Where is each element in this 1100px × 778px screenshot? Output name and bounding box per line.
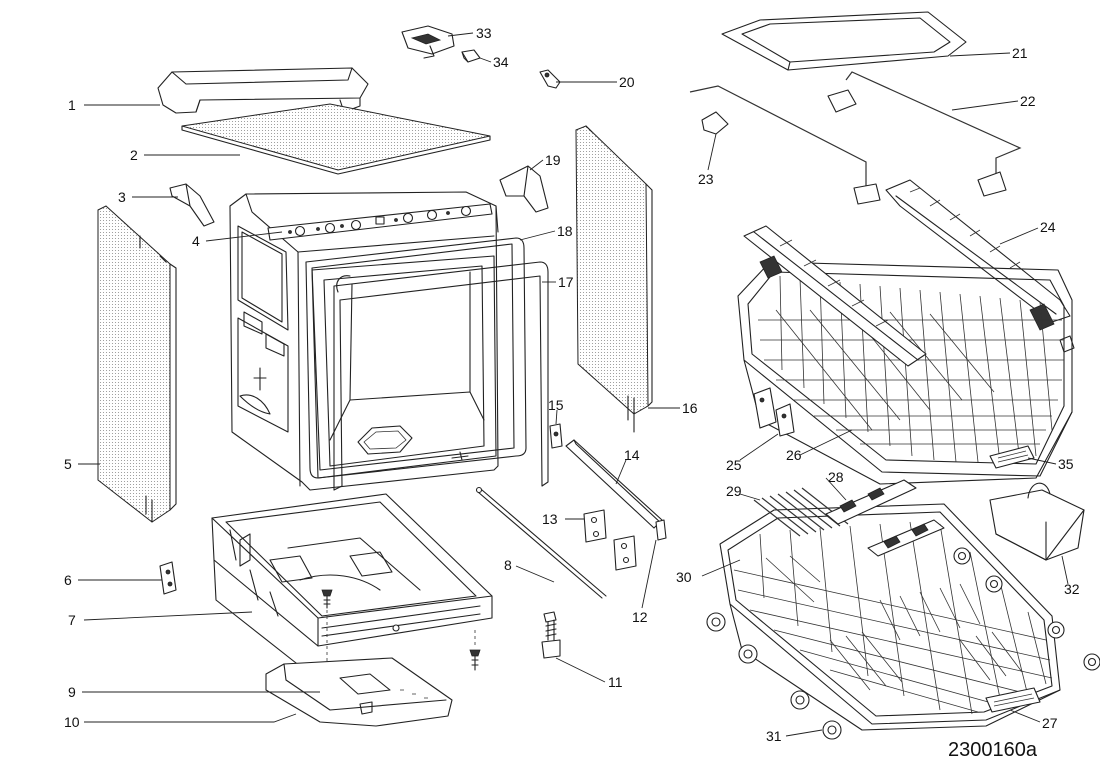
callout-28: 28 <box>828 469 844 485</box>
callout-8: 8 <box>504 557 512 573</box>
door-rod-part <box>475 486 607 599</box>
adjustable-foot-part <box>541 611 561 659</box>
callout-6: 6 <box>64 572 72 588</box>
callout-35: 35 <box>1058 456 1074 472</box>
callout-11: 11 <box>608 674 623 690</box>
callout-13: 13 <box>542 511 558 527</box>
rail-bracket-part <box>701 89 1007 205</box>
callout-14: 14 <box>624 447 640 463</box>
callout-24: 24 <box>1040 219 1056 235</box>
control-panel-strip-part <box>267 203 493 241</box>
callout-23: 23 <box>698 171 714 187</box>
tray-rail-part <box>689 71 1022 186</box>
hinge-assembly-part <box>159 561 177 595</box>
callout-32: 32 <box>1064 581 1080 597</box>
callout-2: 2 <box>130 147 138 163</box>
lock-switch-part <box>461 49 481 63</box>
tine-row-part <box>753 487 849 603</box>
kick-strip-part <box>565 439 663 529</box>
lower-basket-part <box>719 503 1061 731</box>
strip-end-cap-part <box>655 519 667 541</box>
spray-arm-support-part <box>885 179 1075 353</box>
callout-21: 21 <box>1012 45 1028 61</box>
callout-33: 33 <box>476 25 492 41</box>
callout-4: 4 <box>192 233 200 249</box>
leader-lines <box>78 32 1069 737</box>
callout-25: 25 <box>726 457 742 473</box>
cutlery-tray-part <box>721 11 967 71</box>
callout-31: 31 <box>766 728 782 744</box>
upper-basket-part <box>737 261 1073 485</box>
callout-19: 19 <box>545 152 561 168</box>
cabinet-body-part <box>229 191 499 491</box>
door-lock-part <box>401 25 455 59</box>
lower-basket-handle-part <box>985 687 1041 713</box>
callout-7: 7 <box>68 612 76 628</box>
callout-26: 26 <box>786 447 802 463</box>
callout-22: 22 <box>1020 93 1036 109</box>
callout-34: 34 <box>493 54 509 70</box>
callout-3: 3 <box>118 189 126 205</box>
base-cover-plate-part <box>265 657 453 727</box>
basket-adjuster-part <box>753 387 795 437</box>
tine-rack-part <box>825 479 945 557</box>
callout-12: 12 <box>632 609 648 625</box>
top-insulation-panel-part <box>181 103 491 175</box>
mounting-brackets-part <box>583 509 637 571</box>
callout-29: 29 <box>726 483 742 499</box>
callout-5: 5 <box>64 456 72 472</box>
callout-18: 18 <box>557 223 573 239</box>
clip-part <box>549 423 563 449</box>
callout-1: 1 <box>68 97 76 113</box>
door-seal-part <box>333 261 549 491</box>
callout-numbers: 1 2 3 4 5 6 7 8 9 10 11 12 13 14 15 16 1… <box>64 25 1080 744</box>
callout-9: 9 <box>68 684 76 700</box>
side-panel-left-part <box>97 205 177 523</box>
callout-17: 17 <box>558 274 574 290</box>
basket-wheel-part <box>706 547 1100 740</box>
latch-clip-part <box>539 69 561 89</box>
diagram-code: 2300160a <box>948 739 1038 761</box>
upper-basket-handle-part <box>989 445 1035 469</box>
callout-10: 10 <box>64 714 80 730</box>
callout-30: 30 <box>676 569 692 585</box>
callout-15: 15 <box>548 397 564 413</box>
side-bracket-right-part <box>499 165 549 213</box>
inner-seal-part <box>305 237 527 479</box>
callout-20: 20 <box>619 74 635 90</box>
callout-16: 16 <box>682 400 698 416</box>
base-tub-part <box>211 493 493 675</box>
lower-basket-tines-part <box>829 583 1023 691</box>
side-bracket-left-part <box>169 183 215 227</box>
cutlery-basket-part <box>989 482 1085 561</box>
basket-spray-holder-part <box>743 225 927 367</box>
side-panel-right-part <box>575 125 653 433</box>
callout-27: 27 <box>1042 715 1058 731</box>
